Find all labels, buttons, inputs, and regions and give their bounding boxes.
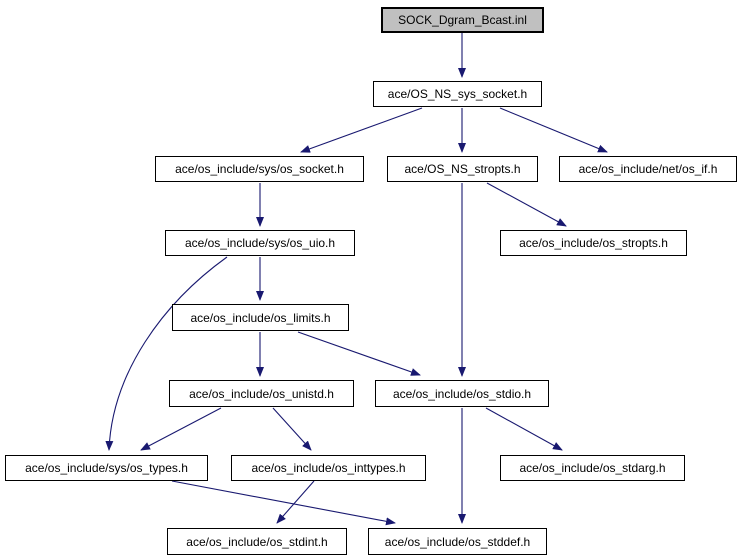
edge-1 [300, 107, 423, 153]
edge-13 [485, 407, 563, 451]
node-net-os-if[interactable]: ace/os_include/net/os_if.h [559, 156, 737, 182]
node-os-unistd[interactable]: ace/os_include/os_unistd.h [169, 380, 354, 407]
edge-11 [140, 407, 222, 451]
edge-16 [276, 480, 315, 524]
edge-3 [499, 107, 608, 153]
node-os-stddef[interactable]: ace/os_include/os_stddef.h [368, 528, 547, 555]
node-os-inttypes[interactable]: ace/os_include/os_inttypes.h [231, 455, 426, 481]
node-sys-os-types[interactable]: ace/os_include/sys/os_types.h [5, 455, 208, 481]
edge-15 [171, 480, 396, 526]
edge-5 [486, 182, 567, 227]
node-sock-dgram-bcast-inl: SOCK_Dgram_Bcast.inl [381, 7, 544, 33]
node-os-stropts[interactable]: ace/os_include/os_stropts.h [500, 230, 687, 256]
node-os-stdarg[interactable]: ace/os_include/os_stdarg.h [500, 455, 685, 481]
node-os-ns-sys-socket[interactable]: ace/OS_NS_sys_socket.h [373, 81, 542, 107]
node-sys-os-socket[interactable]: ace/os_include/sys/os_socket.h [155, 156, 364, 182]
node-sys-os-uio[interactable]: ace/os_include/sys/os_uio.h [165, 230, 355, 256]
edge-12 [272, 407, 312, 451]
node-os-stdint[interactable]: ace/os_include/os_stdint.h [167, 528, 347, 555]
node-os-ns-stropts[interactable]: ace/OS_NS_stropts.h [387, 156, 538, 182]
edge-8 [105, 256, 228, 451]
node-os-limits[interactable]: ace/os_include/os_limits.h [172, 304, 349, 331]
edge-10 [297, 331, 421, 376]
node-os-stdio[interactable]: ace/os_include/os_stdio.h [375, 380, 549, 407]
